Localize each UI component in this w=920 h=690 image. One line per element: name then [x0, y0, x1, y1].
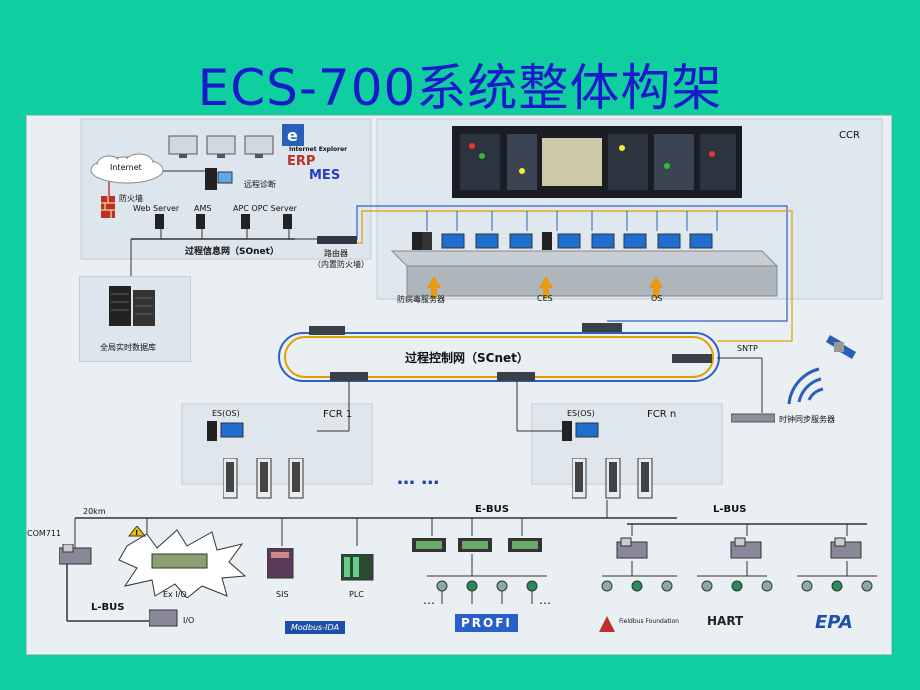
mes-label: MES — [309, 168, 341, 183]
sis-label: SIS — [276, 590, 289, 599]
com711-label: COM711 — [27, 529, 62, 538]
server-towers-icon — [155, 214, 292, 229]
profibus-dots-left: … — [423, 593, 435, 607]
svg-text:!: ! — [135, 529, 138, 537]
lbus-left-label: L-BUS — [91, 602, 125, 613]
lbus-right-label: L-BUS — [713, 504, 747, 515]
fcrn-es-label: ES(OS) — [567, 409, 595, 418]
field-instruments-icon — [601, 580, 873, 592]
time-sync-label: 时钟同步服务器 — [779, 415, 835, 424]
modbus-logo: Modbus-IDA — [285, 621, 346, 634]
internet-explorer-icon: e — [282, 124, 304, 146]
apc-opc-label: APC OPC Server — [233, 204, 297, 213]
ie-label: Internet Explorer — [289, 146, 348, 153]
router-icon — [317, 236, 357, 244]
remote-pc-icon — [205, 168, 233, 190]
satellite-icon — [787, 335, 857, 405]
plc-label: PLC — [349, 590, 364, 599]
fcr1-label: FCR 1 — [323, 409, 353, 420]
firewall-icon — [101, 196, 115, 218]
fcrn-zone — [531, 403, 723, 485]
profibus-logo: PROFI — [455, 614, 518, 632]
time-server-icon — [731, 413, 775, 423]
ams-label: AMS — [194, 204, 212, 213]
distance-label: 20km — [83, 507, 106, 516]
global-db-label: 全局实时数据库 — [100, 343, 156, 352]
client-monitors-icon — [168, 135, 274, 158]
foundation-label: Fieldbus Foundation — [619, 618, 679, 625]
router-sub-label: （内置防火墙） — [313, 260, 369, 269]
page-title: ECS-700系统整体构架 — [197, 59, 723, 117]
lbus-modules-icon — [616, 537, 862, 559]
epa-logo: EPA — [815, 612, 853, 633]
sntp-label: SNTP — [737, 344, 758, 353]
exio-label: Ex I/O — [163, 590, 187, 599]
fcrn-label: FCR n — [647, 409, 677, 420]
explosion-zone-icon: ! — [118, 526, 247, 598]
foundation-logo-icon — [599, 616, 615, 632]
sis-icon — [267, 548, 294, 579]
io-label: I/O — [183, 616, 195, 625]
console-workstations-icon — [412, 232, 713, 250]
database-rack-icon — [109, 286, 155, 326]
diagram-wiring — [66, 118, 883, 622]
com711-module-icon — [59, 544, 92, 565]
sonet-label: 过程信息网（SOnet） — [185, 247, 279, 257]
architecture-diagram: Internet 防火墙 e Internet Explorer ERP MES… — [26, 115, 892, 655]
web-server-label: Web Server — [133, 204, 180, 213]
fcrn-cabinets-icon — [572, 458, 653, 499]
ebus-modules-icon — [412, 538, 542, 552]
fcr1-es-label: ES(OS) — [212, 409, 240, 418]
io-module-icon — [149, 609, 178, 627]
internet-label: Internet — [110, 163, 142, 172]
svg-text:e: e — [287, 126, 298, 145]
router-label: 路由器 — [324, 249, 348, 258]
plc-icon — [341, 554, 374, 581]
hart-logo: HART — [707, 614, 744, 628]
upload-arrows — [427, 276, 663, 298]
profibus-instruments-icon — [436, 580, 538, 604]
antivirus-label: 防病毒服务器 — [397, 295, 445, 304]
console-desk — [390, 250, 779, 267]
fcr1-station-icon — [207, 421, 244, 441]
profibus-dots-right: … — [539, 593, 551, 607]
ebus-label: E-BUS — [475, 504, 509, 515]
ccr-label: CCR — [839, 130, 860, 141]
fcrn-station-icon — [562, 421, 599, 441]
cloud-icon — [90, 153, 164, 184]
firewall-label: 防火墙 — [119, 194, 143, 203]
fcr1-cabinets-icon — [223, 458, 304, 499]
ces-label: CES — [537, 294, 553, 303]
os-label: OS — [651, 294, 663, 303]
remote-diag-label: 远程诊断 — [244, 180, 276, 189]
more-fcr-ellipsis: … … — [397, 468, 440, 489]
control-wall-panel — [452, 126, 742, 198]
scnet-label: 过程控制网（SCnet） — [405, 351, 529, 365]
fcr1-zone — [181, 403, 373, 485]
erp-label: ERP — [287, 154, 316, 169]
